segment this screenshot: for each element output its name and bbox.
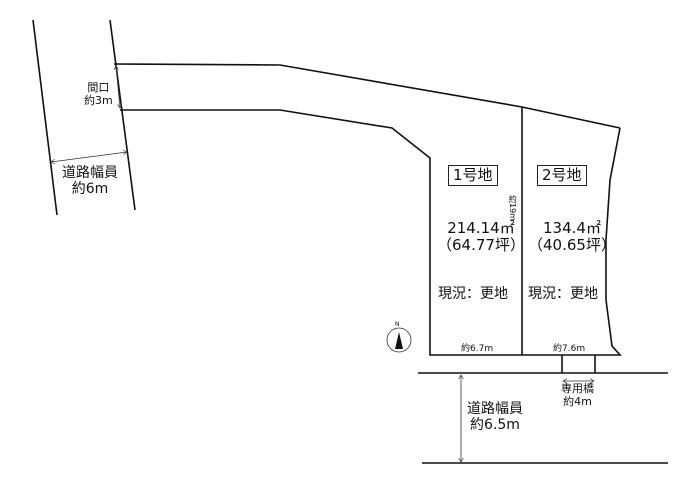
left-road-value: 約6m (71, 181, 109, 198)
bridge-label: 専用橋約4m (561, 382, 594, 408)
bridge-label-text: 専用橋 (561, 382, 594, 395)
lot-boundary (120, 109, 622, 356)
lot-1-area: 214.14㎡（64.77坪） (437, 219, 525, 255)
lot-top-boundary (113, 63, 621, 129)
access-dimension (116, 66, 120, 108)
depth-label: 約19m (508, 195, 518, 221)
compass-icon (386, 327, 412, 353)
front-road-value: 約6.5m (470, 417, 520, 434)
left-road-label-text: 道路幅員 (62, 165, 118, 181)
lot-2-frontage: 約7.6m (553, 344, 586, 354)
access-value: 約3m (84, 93, 113, 107)
front-road-label-text: 道路幅員 (467, 401, 523, 417)
lot-1-status: 現況：更地 (438, 286, 508, 302)
lot-2-area: 134.4㎡（40.65坪） (528, 219, 616, 255)
left-road-edge-1 (32, 19, 58, 216)
lot-1-area-tsubo: （64.77坪） (437, 236, 525, 255)
access-label: 間口約3m (84, 81, 113, 107)
lot-1-area-sqm: 214.14㎡ (447, 219, 515, 237)
lot-2-area-tsubo: （40.65坪） (528, 236, 616, 255)
front-road-label: 道路幅員約6.5m (467, 401, 523, 433)
lot-2-status: 現況：更地 (528, 286, 598, 302)
left-road-dimension (51, 152, 127, 162)
compass-north-label: N (395, 321, 400, 328)
access-label-text: 間口 (87, 81, 110, 94)
bridge-value: 約4m (563, 394, 592, 408)
left-road-edge-2 (109, 19, 136, 211)
lot-2-area-sqm: 134.4㎡ (543, 219, 601, 237)
lot-1-frontage: 約6.7m (461, 344, 494, 354)
left-road-label: 道路幅員約6m (62, 165, 118, 197)
lot-1-name: 1号地 (448, 165, 498, 187)
lot-2-name: 2号地 (537, 165, 587, 187)
